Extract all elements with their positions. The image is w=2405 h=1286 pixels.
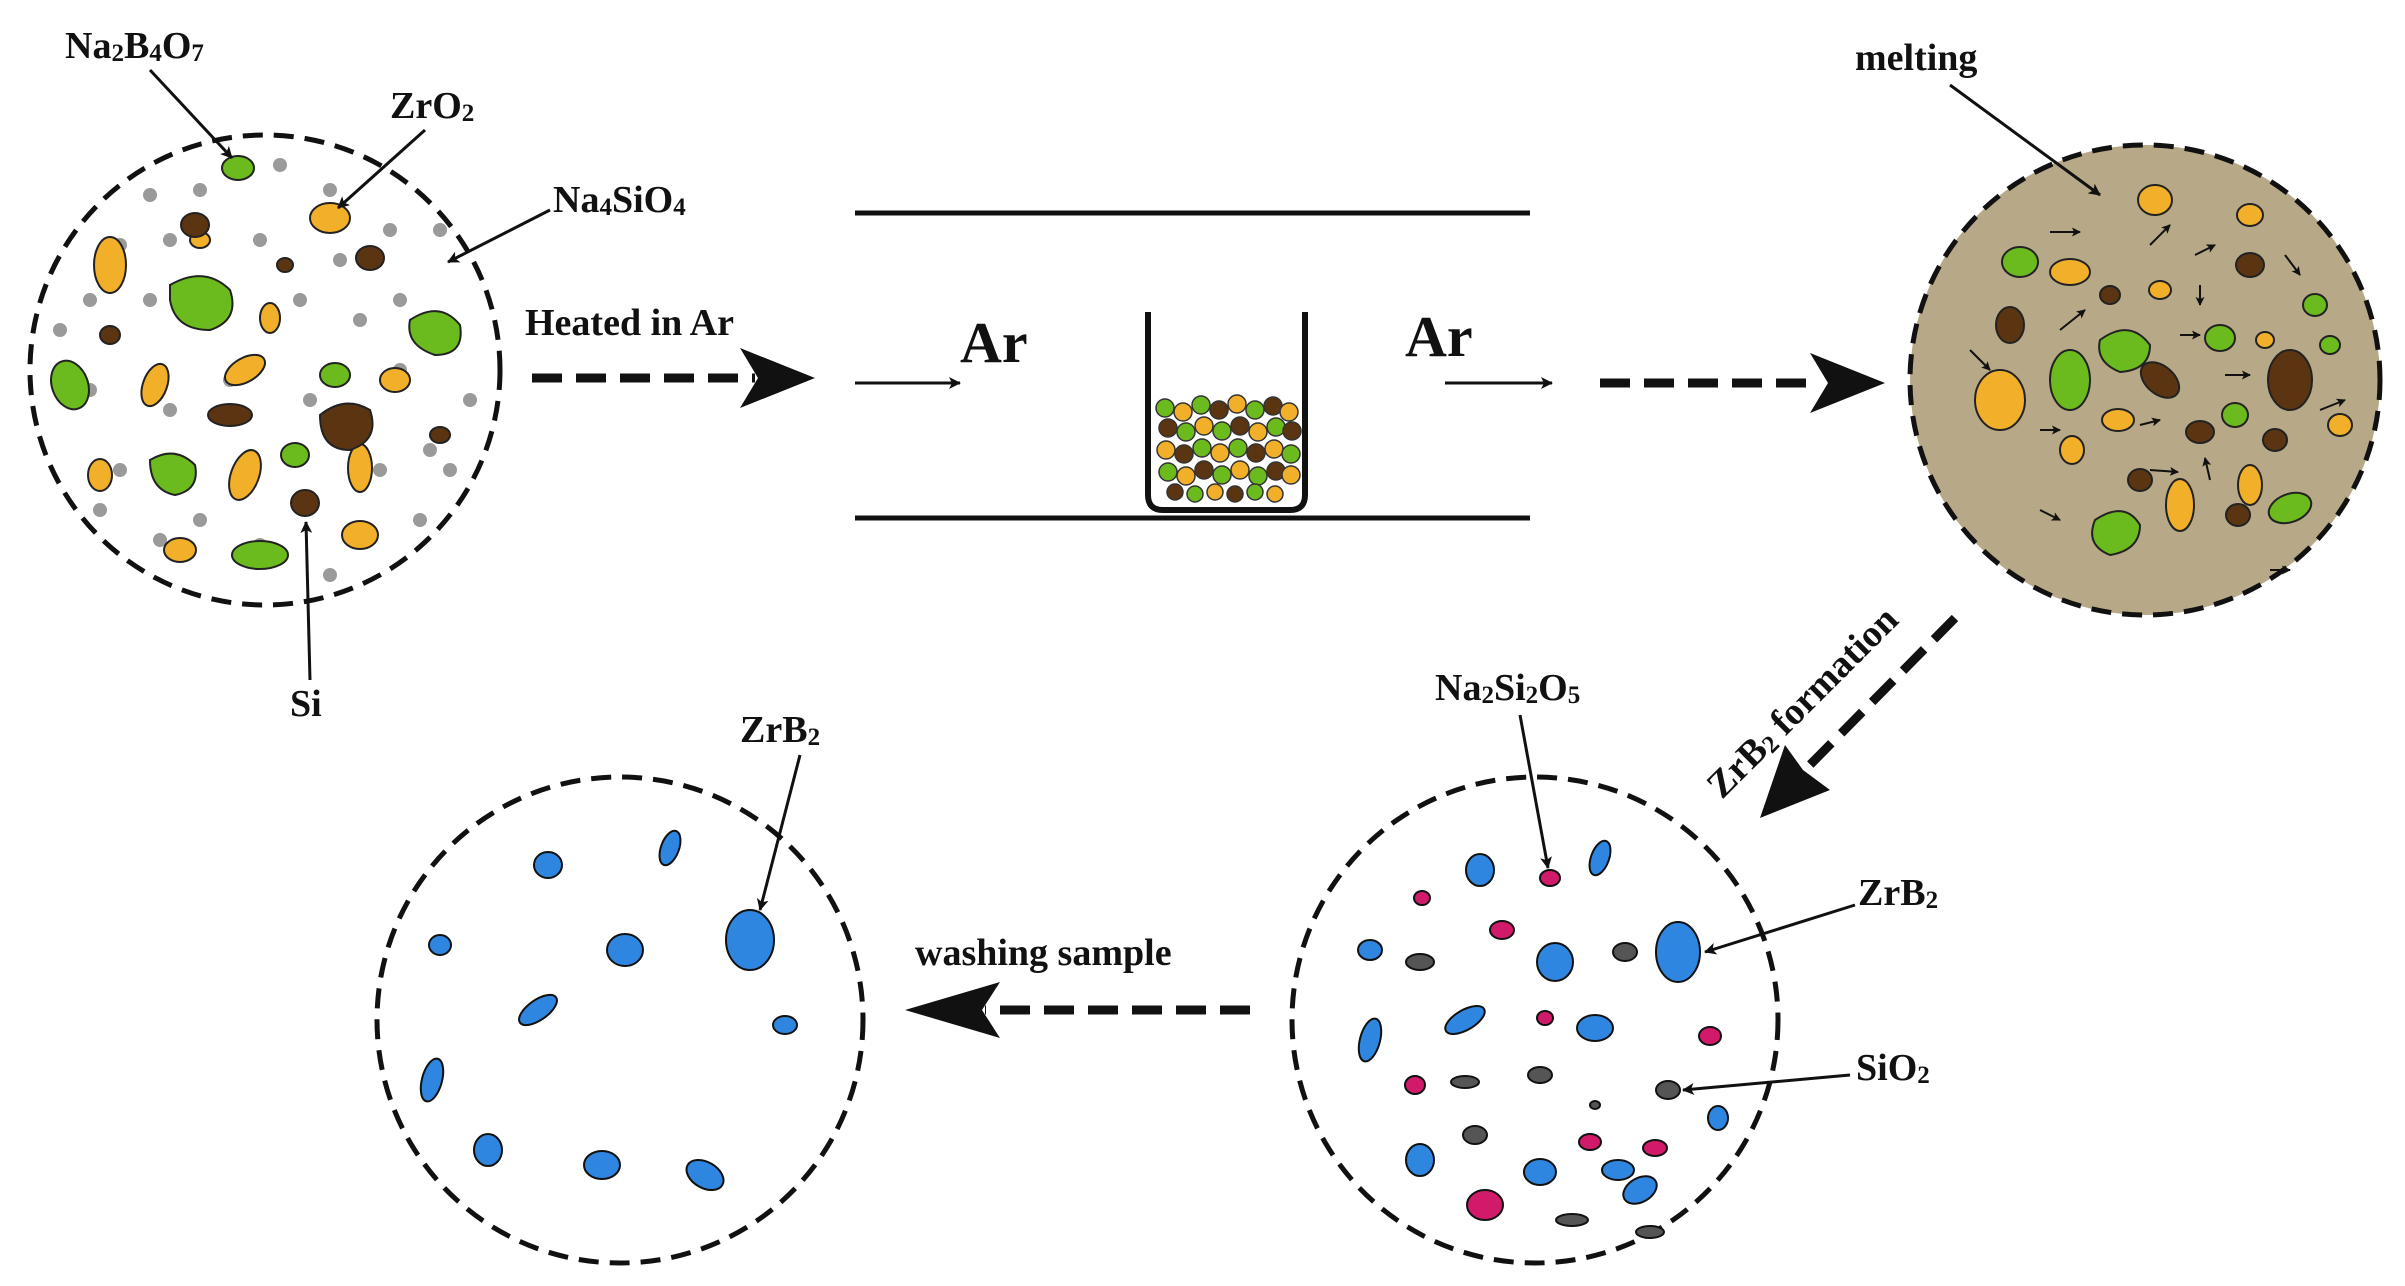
ar-outlet-arrow: Ar bbox=[1405, 304, 1553, 389]
label-na2b4o7: Na2B4O7 bbox=[65, 25, 234, 160]
svg-text:ZrO2: ZrO2 bbox=[390, 85, 474, 127]
melting-circle bbox=[1907, 142, 2383, 618]
label-si: Si bbox=[290, 521, 322, 725]
label-melting: melting bbox=[1855, 37, 2101, 197]
svg-text:Ar: Ar bbox=[960, 310, 1028, 375]
label-zrb2-right: ZrB2 bbox=[1704, 872, 1938, 955]
svg-text:Ar: Ar bbox=[1405, 304, 1473, 369]
svg-text:Na2B4O7: Na2B4O7 bbox=[65, 25, 204, 67]
svg-text:Si: Si bbox=[290, 683, 322, 725]
to-melting-arrow bbox=[1600, 353, 1885, 413]
label-sio2: SiO2 bbox=[1682, 1047, 1930, 1095]
ar-inlet-arrow: Ar bbox=[855, 310, 1028, 389]
label-zrb2-left: ZrB2 bbox=[740, 709, 820, 911]
raw-mixture-circle bbox=[27, 132, 503, 608]
washing-arrow: washing sample bbox=[905, 932, 1250, 1038]
svg-text:SiO2: SiO2 bbox=[1856, 1047, 1930, 1089]
label-na4sio4: Na4SiO4 bbox=[447, 179, 686, 264]
svg-text:Heated in Ar: Heated in Ar bbox=[525, 302, 734, 344]
label-zro2: ZrO2 bbox=[336, 85, 474, 210]
tube-furnace bbox=[855, 210, 1530, 521]
crucible bbox=[1145, 312, 1308, 513]
svg-text:ZrB2: ZrB2 bbox=[740, 709, 820, 751]
svg-text:melting: melting bbox=[1855, 37, 1977, 79]
svg-text:Na4SiO4: Na4SiO4 bbox=[553, 179, 686, 221]
svg-text:Na2Si2O5: Na2Si2O5 bbox=[1435, 667, 1580, 709]
svg-text:washing sample: washing sample bbox=[915, 932, 1172, 974]
zrb2-formation-arrow: ZrB2 formation bbox=[1699, 598, 1959, 818]
flow-arrows bbox=[1969, 224, 2346, 575]
product-mixture-circle bbox=[1289, 774, 1781, 1266]
heated-arrow: Heated in Ar bbox=[525, 302, 815, 408]
svg-text:ZrB2: ZrB2 bbox=[1858, 872, 1938, 914]
washed-product-circle bbox=[374, 774, 866, 1266]
label-na2si2o5: Na2Si2O5 bbox=[1435, 667, 1580, 869]
